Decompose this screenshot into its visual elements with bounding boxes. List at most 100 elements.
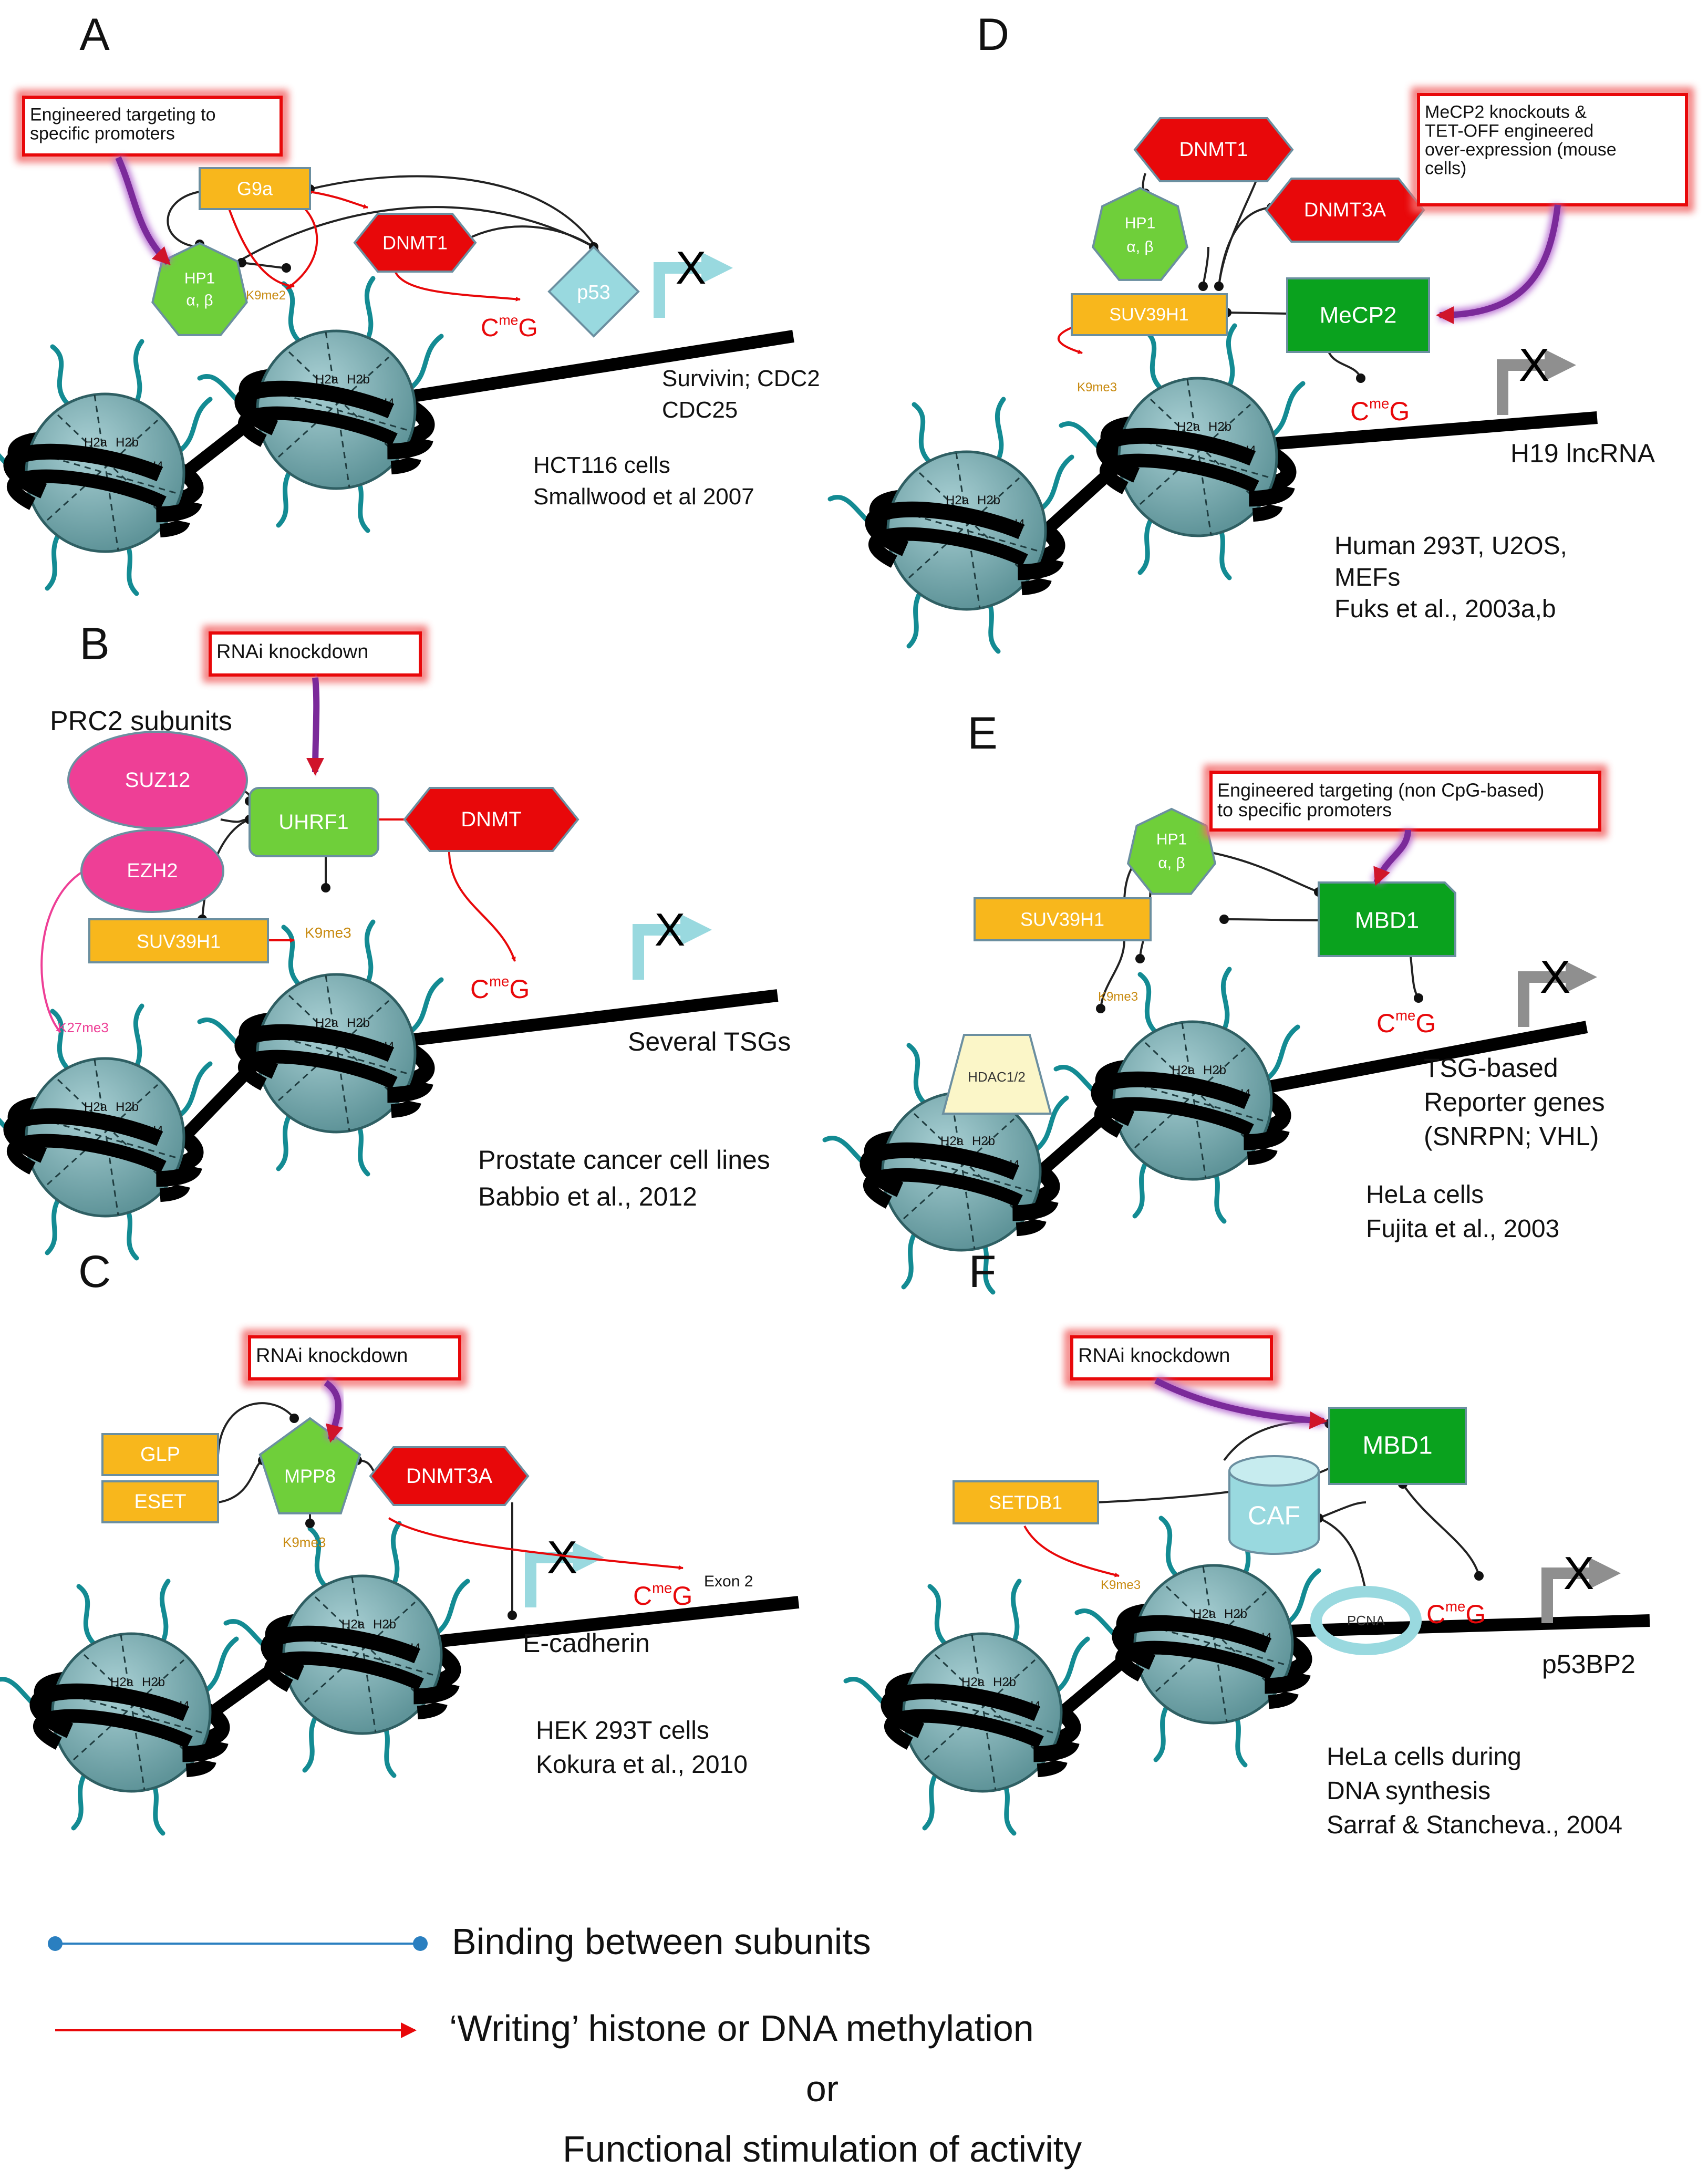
panel-a-callout-text: specific promoters [30,123,175,143]
h2b-label: H2b [116,1100,139,1114]
panel-b-letter: B [79,619,109,669]
cells-label: MEFs [1334,564,1400,591]
binding-dnmt1-p53 [462,225,595,248]
binding-dot [1414,993,1423,1003]
panel-e-callout [1209,771,1601,832]
cmeg-dna-methylation: CmeG [633,1580,692,1611]
dna-wrap-front [33,1709,217,1778]
panel-c-callout-text: RNAi knockdown [256,1345,408,1367]
panel-d-callout-text: over-expression (mouse [1425,140,1617,160]
cells-label: Fujita et al., 2003 [1366,1215,1559,1243]
legend-binding-dot-left [48,1936,63,1951]
cmeg-dna-methylation: CmeG [470,973,530,1004]
suv39h1-box [974,897,1152,941]
cells-label: Human 293T, U2OS, [1334,532,1567,560]
cmeg-g: G [672,1581,692,1611]
dnmt1-box [353,213,477,273]
binding-dot [289,1414,299,1423]
histone-tail [50,344,71,407]
k9me3-mark: K9me3 [305,925,351,941]
histone-tail [50,1009,71,1072]
panel-e-callout-text: Engineered targeting (non CpG-based) [1217,779,1544,801]
binding-eset-mpp8 [218,1459,264,1503]
histone-tail [281,925,302,988]
g9a-box [199,167,311,210]
cmeg-dna-methylation: CmeG [1426,1598,1486,1629]
dna-wrap-front [881,1683,1080,1762]
dnmt3a-box [369,1446,530,1506]
panel-f-target-arrow [1154,1377,1328,1429]
caf-label: CAF [1248,1501,1300,1530]
panel-d-callout-text: cells) [1425,159,1466,179]
h2b-label: H2b [116,435,139,450]
panel-d-callout-text: MeCP2 knockouts & [1425,102,1587,122]
suz12-label: SUZ12 [125,769,191,792]
silenced-x-mark: X [655,904,686,956]
uhrf1-box [249,787,379,857]
histone-tail [276,470,292,528]
g9a-label: G9a [237,178,273,200]
binding-dnmt3a-suv [1218,206,1272,287]
binding-suv-mecp2 [1226,312,1288,315]
cells-label: HeLa cells during [1327,1743,1521,1771]
panel-a-letter: A [79,9,110,60]
glp-box [101,1433,219,1476]
suv39h1-label: SUV39H1 [137,931,221,952]
octamer-divider [325,975,350,1131]
glp-label: GLP [140,1444,180,1466]
octamer-divider [903,1118,1015,1220]
cmeg-dna-methylation: CmeG [1350,396,1410,427]
mecp2-label: MeCP2 [1320,303,1397,328]
legend-binding-dot-right [413,1936,428,1951]
histone-tail [307,1526,328,1589]
histone-tail [1264,1024,1300,1082]
dnmt3a-label: DNMT3A [1304,199,1386,221]
cmeg-c: C [1376,1009,1395,1038]
suv39h1-label: SUV39H1 [1109,305,1188,325]
panel-c-callout-glow [242,1330,467,1386]
octamer-divider [1134,1047,1246,1149]
promoter-stem [525,1552,578,1607]
histone-tail [176,1061,213,1119]
eset-box [101,1480,219,1523]
h2b-label: H2b [993,1675,1016,1689]
binding-g9a-hp1 [167,191,200,248]
cells-label: DNA synthesis [1327,1777,1490,1805]
histone-tail [1137,972,1158,1035]
write-dnmt1-cmeg [393,267,521,302]
panel-f-callout [1070,1335,1273,1380]
octamer-divider [908,477,1020,579]
promoter-head [1589,1558,1621,1589]
write-g9a-k9me2b [225,199,295,288]
histone-tail [1143,328,1164,391]
cells-label: Prostate cancer cell lines [478,1145,770,1175]
histone-tail [133,339,144,404]
dna-wrap-front [6,1134,191,1202]
binding-hp1-suv [1202,246,1209,287]
panel-f-callout-text: RNAi knockdown [1078,1345,1230,1367]
write-g9a-dnmt1 [309,191,368,209]
binding-suv-hdac [1100,940,1125,1009]
binding-mbd1-cmeg [1410,956,1420,999]
histone-tail [407,334,444,391]
dna-wrap-front [264,1651,448,1720]
dnmt-box [403,787,579,852]
histone-tail [1226,323,1237,389]
silenced-x-mark: X [676,242,707,294]
eset-label: ESET [134,1491,186,1513]
panel-e-letter: E [967,708,997,759]
k27me3-mark: K27me3 [58,1020,109,1035]
promoter-dna [1287,1614,1650,1637]
panel-d-promoter: X [1497,339,1576,415]
promoter-head [680,914,712,946]
prc2-title: PRC2 subunits [50,706,232,736]
histone-tail [927,1584,948,1647]
dna-wrap-front [6,469,191,538]
binding-suv-mbd1 [1224,918,1319,921]
dna-wrap-front [865,501,1064,580]
histone-tail [1137,517,1153,575]
dnmt3a-label: DNMT3A [406,1465,493,1488]
